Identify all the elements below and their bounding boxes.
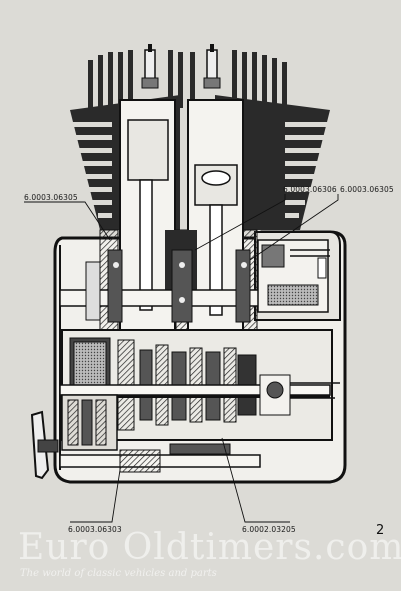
page-number: 2 bbox=[376, 523, 385, 538]
watermark-text: Euro Oldtimers.com bbox=[18, 527, 401, 568]
part-number-callout: 6.0003.06305 bbox=[24, 193, 78, 202]
kickstart-lever bbox=[30, 410, 59, 480]
spark-plug-right bbox=[203, 44, 221, 89]
part-number-callout: 6.0003.06303 bbox=[68, 525, 122, 534]
watermark-subtitle: The world of classic vehicles and parts bbox=[20, 568, 217, 579]
spark-plug-left bbox=[141, 44, 159, 89]
part-number-callout: 6.0002.03205 bbox=[242, 525, 296, 534]
kickstart-shaft bbox=[59, 443, 261, 473]
part-number-callout: 6.0003.06305 bbox=[340, 185, 394, 194]
clutch-assembly bbox=[61, 394, 118, 451]
ignition-assembly bbox=[257, 239, 330, 313]
part-number-callout: 6.0003.06306 bbox=[283, 185, 337, 194]
leader-lines bbox=[24, 194, 339, 523]
